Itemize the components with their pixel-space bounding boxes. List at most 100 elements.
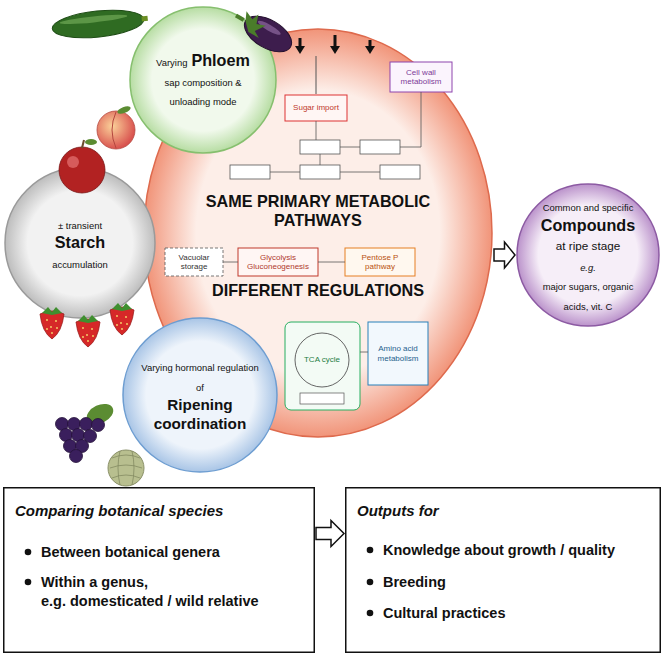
node-text: Comparing botanical species (15, 502, 223, 519)
strawberry-picture (121, 328, 123, 330)
pathway-line (360, 352, 368, 353)
node-text: major sugars, organic acids, vit. C (543, 281, 634, 311)
tca-cycle (295, 333, 349, 387)
node-text: SAME PRIMARY METABOLIC PATHWAYS (206, 192, 431, 229)
pathway-label-box: Vacuolar storage (165, 248, 223, 276)
pathway-box (345, 248, 415, 276)
node-text: Cultural practices (383, 605, 506, 621)
strawberry-picture (126, 323, 128, 325)
node-text: Varying (156, 57, 187, 68)
strawberry-picture (46, 328, 48, 330)
node-text: e.g. domesticated / wild relative (41, 593, 259, 609)
melon-picture (132, 451, 134, 485)
strawberry-picture (46, 319, 48, 321)
circle-shape (130, 7, 276, 153)
pathway-label: Glycolysis Gluconeogenesis (240, 253, 316, 271)
strawberry-picture (112, 303, 132, 311)
cucumber-picture (59, 13, 127, 26)
strawberry-picture (82, 327, 84, 329)
metabolite-box (300, 393, 344, 404)
text-line: Cultural practices (357, 603, 506, 622)
text-line: Comparing botanical species (15, 501, 223, 520)
pathway-box (238, 248, 318, 276)
import-arrow (365, 46, 375, 54)
import-arrow (295, 46, 305, 54)
melon-picture (112, 455, 140, 458)
box-shape (4, 488, 315, 653)
cucumber-picture (51, 6, 149, 42)
pathway-box (285, 95, 347, 121)
pathway-line (340, 147, 360, 148)
text-line: Within a genus, (15, 572, 148, 591)
text-line: DIFFERENT REGULATIONS (212, 281, 424, 300)
node-text: Starch (55, 233, 105, 251)
text-line: at ripe stage (556, 235, 620, 254)
strawberry-picture (42, 307, 62, 315)
node-text: sap composition & unloading mode (164, 77, 241, 107)
text-line: SAME PRIMARY METABOLIC PATHWAYS (168, 192, 468, 231)
text-line: Common and specific (543, 196, 634, 215)
metabolic-network (165, 35, 452, 410)
cucumber-picture (141, 16, 147, 22)
ripening-circle: Varying hormonal regulation ofRipening c… (122, 317, 278, 473)
pathway-label: Cell wall metabolism (392, 68, 450, 86)
pathway-label-box: Pentose P pathway (345, 248, 415, 276)
node-text: e.g. (580, 262, 596, 273)
node-text: Compounds (541, 216, 635, 234)
strawberry-picture (116, 324, 118, 326)
node-text: Common and specific (543, 202, 634, 213)
node-text: ± transient (58, 220, 102, 231)
eggplant-picture (238, 9, 297, 59)
text-line: e.g. (580, 256, 596, 275)
bullet-dot (367, 547, 374, 554)
bullet-dot (365, 545, 375, 555)
block-arrow (316, 520, 344, 546)
apple-picture (67, 156, 79, 168)
block-arrow (494, 242, 515, 268)
pathway-label-box: Glycolysis Gluconeogenesis (238, 248, 318, 276)
peach-picture (116, 105, 131, 115)
pathway-label-box: TCA cycle (292, 352, 352, 368)
pathway-box (368, 322, 428, 385)
pathway-label: Vacuolar storage (167, 253, 221, 271)
import-arrow (334, 35, 337, 47)
pathway-line (320, 154, 321, 165)
text-line: major sugars, organic acids, vit. C (536, 275, 640, 313)
pathway-label-box: Amino acid metabolism (368, 322, 428, 385)
node-content: Common and specificCompoundsat ripe stag… (516, 183, 660, 327)
pathway-line (223, 262, 238, 263)
strawberry-picture (86, 334, 88, 336)
eggplant-picture (238, 9, 269, 38)
pathway-label: Pentose P pathway (347, 253, 413, 271)
bullet-dot (367, 610, 374, 617)
strawberry-picture (125, 316, 127, 318)
pathway-box (390, 62, 452, 92)
pathway-line (340, 172, 380, 173)
strawberry-picture (110, 303, 134, 335)
text-line: Breeding (357, 572, 446, 591)
strawberry-picture (40, 311, 64, 339)
strawberry-picture (76, 315, 100, 347)
strawberry-picture (76, 319, 100, 347)
node-content: Outputs forKnowledge about growth / qual… (345, 487, 661, 653)
melon-picture (108, 450, 144, 486)
pathway-label: Sugar import (293, 103, 339, 112)
strawberry-picture (120, 322, 122, 324)
pathway-label-box: Cell wall metabolism (390, 62, 452, 92)
text-line: Varying hormonal regulation of (139, 356, 261, 394)
strawberry-picture (40, 307, 64, 339)
node-text: Between botanical genera (41, 544, 220, 560)
peach-picture (112, 112, 116, 148)
bullet-dot (367, 578, 374, 585)
outputs-box: Outputs forKnowledge about growth / qual… (345, 487, 661, 653)
text-line: Outputs for (357, 501, 439, 520)
metabolite-box (300, 140, 340, 154)
import-arrow (299, 38, 302, 47)
node-content: Comparing botanical speciesBetween botan… (3, 487, 315, 653)
pathway-label: Amino acid metabolism (370, 344, 426, 362)
strawberry-picture (87, 340, 89, 342)
strawberry-picture (110, 307, 134, 335)
pathway-label-box: Sugar import (285, 95, 347, 121)
pathway-line (270, 172, 300, 173)
